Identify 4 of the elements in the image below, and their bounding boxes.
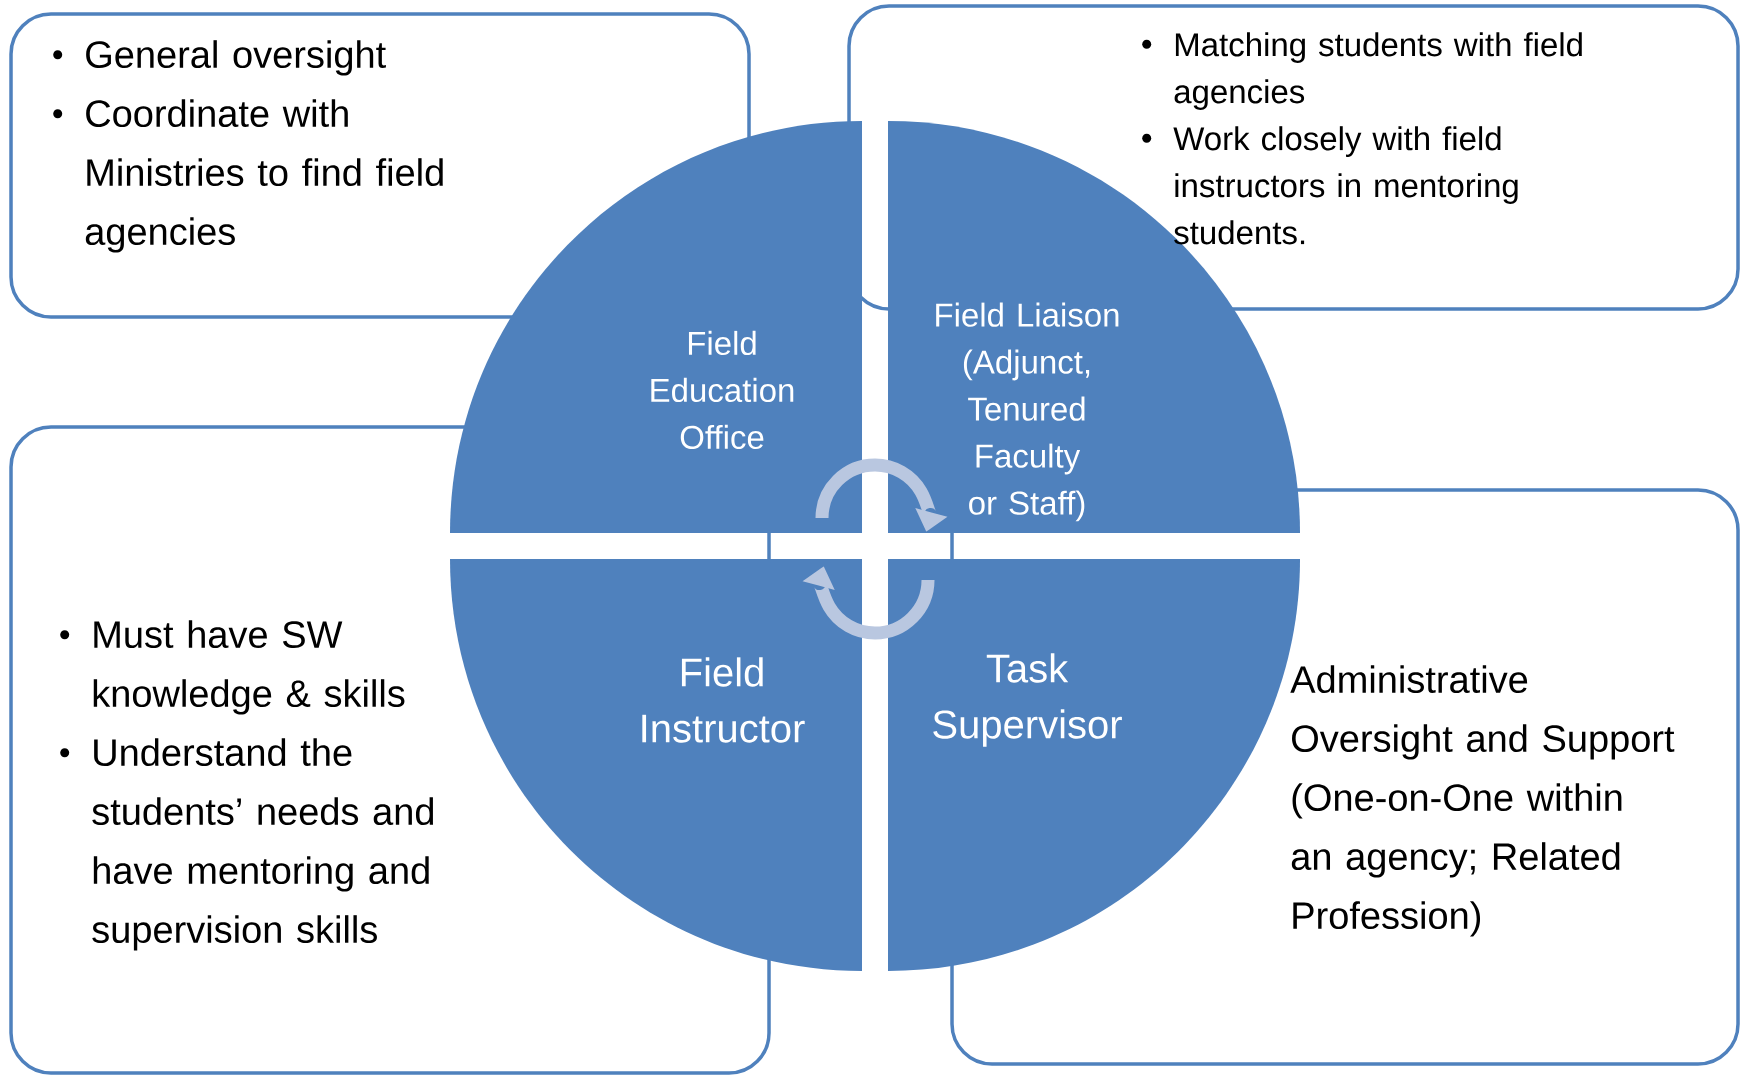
bullet-text: General oversight Coordinate with Ministries to find field agencies — [53, 40, 443, 253]
quadrant: Field Education Office — [450, 121, 862, 533]
bullet-text: Must have SW knowledge & skills Understand the students’ needs and have mentoring and supervision skills — [60, 620, 434, 951]
quadrant: Field Instructor — [450, 559, 862, 971]
